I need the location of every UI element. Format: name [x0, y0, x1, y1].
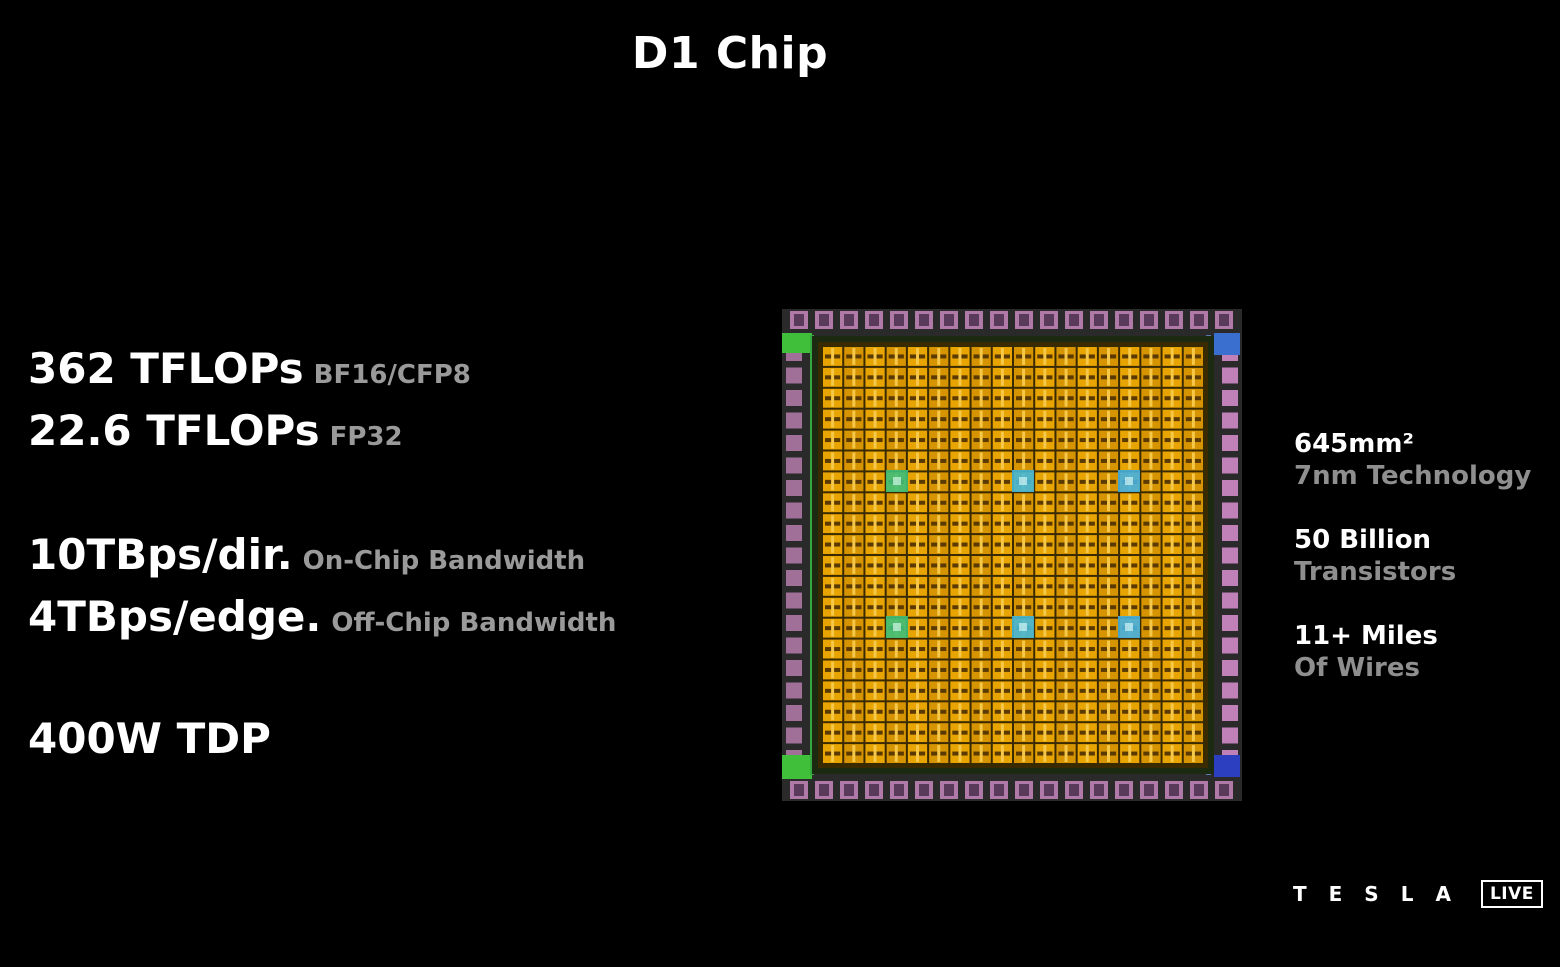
spec-offchip-bandwidth: 4TBps/edge. Off-Chip Bandwidth [28, 592, 616, 641]
spec-note: Off-Chip Bandwidth [331, 608, 617, 638]
fact-wires: 11+ Miles Of Wires [1294, 620, 1438, 684]
spec-bf16: 362 TFLOPs BF16/CFP8 [28, 344, 471, 393]
spec-fp32: 22.6 TFLOPs FP32 [28, 406, 403, 455]
fact-value: 645mm² [1294, 429, 1414, 459]
fact-die-size: 645mm² 7nm Technology [1294, 428, 1531, 492]
tesla-live-logo: TESLA LIVE [1293, 880, 1543, 908]
spec-value: 362 TFLOPs [28, 344, 304, 393]
spec-value: 400W TDP [28, 714, 271, 763]
fact-label: Transistors [1294, 557, 1457, 587]
tesla-wordmark: TESLA [1293, 882, 1473, 906]
spec-value: 22.6 TFLOPs [28, 406, 320, 455]
live-badge: LIVE [1480, 880, 1543, 908]
spec-note: On-Chip Bandwidth [302, 546, 586, 576]
spec-value: 10TBps/dir. [28, 530, 293, 579]
fact-transistors: 50 Billion Transistors [1294, 524, 1456, 588]
slide-title: D1 Chip [631, 28, 829, 79]
d1-chip-die-image [782, 309, 1242, 801]
spec-onchip-bandwidth: 10TBps/dir. On-Chip Bandwidth [28, 530, 585, 579]
fact-value: 50 Billion [1294, 525, 1432, 555]
spec-note: FP32 [329, 422, 403, 452]
spec-note: BF16/CFP8 [313, 360, 471, 390]
spec-value: 4TBps/edge. [28, 592, 322, 641]
fact-label: 7nm Technology [1294, 461, 1532, 491]
spec-tdp: 400W TDP [28, 714, 271, 763]
fact-value: 11+ Miles [1294, 621, 1438, 651]
fact-label: Of Wires [1294, 653, 1420, 683]
